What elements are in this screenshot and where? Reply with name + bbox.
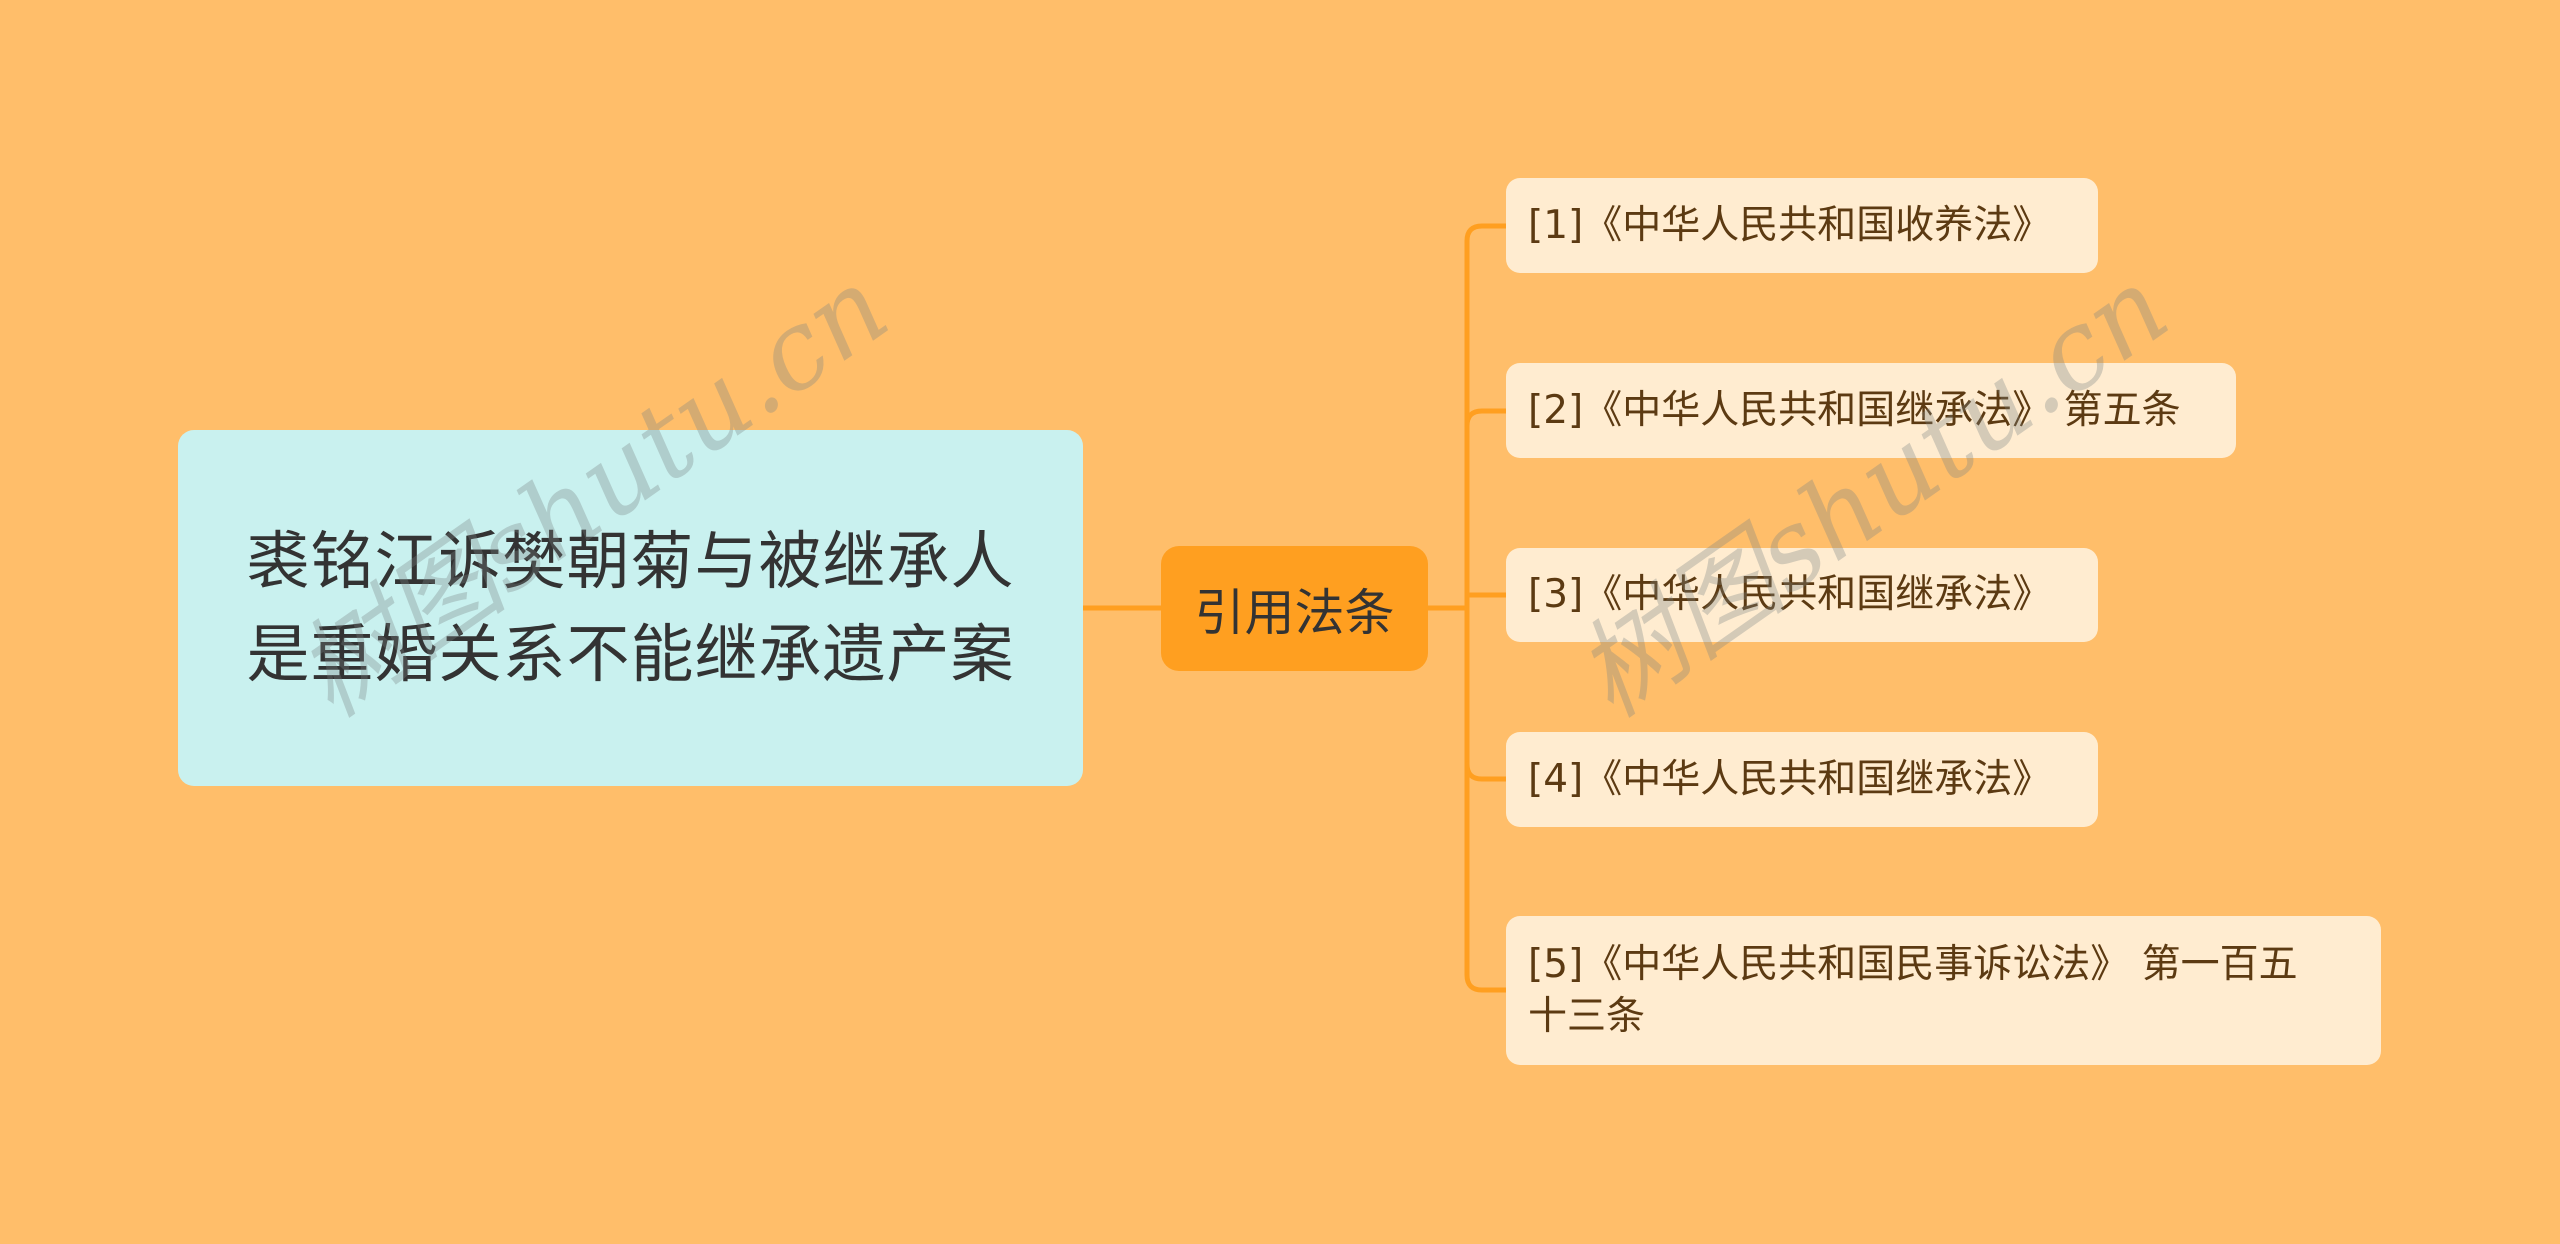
leaf-topic-label: [3]《中华人民共和国继承法》 <box>1528 572 2052 617</box>
leaf-topic-1[interactable]: [1]《中华人民共和国收养法》 <box>1506 178 2098 273</box>
leaf-topic-label: [4]《中华人民共和国继承法》 <box>1528 756 2052 802</box>
leaf-topic-label: [2]《中华人民共和国继承法》 第五条 <box>1528 387 2181 433</box>
connector-leaf-4 <box>1464 761 1509 782</box>
connector-leaf-2 <box>1464 408 1509 429</box>
leaf-topic-2[interactable]: [2]《中华人民共和国继承法》 第五条 <box>1506 363 2236 458</box>
leaf-topic-label: [1]《中华人民共和国收养法》 <box>1528 202 2052 248</box>
branch-topic-label: 引用法条 <box>1194 583 1395 642</box>
leaf-topic-4[interactable]: [4]《中华人民共和国继承法》 <box>1506 732 2098 827</box>
leaf-topic-3[interactable]: [3]《中华人民共和国继承法》 <box>1506 548 2098 642</box>
leaf-topic-5[interactable]: [5]《中华人民共和国民事诉讼法》 第一百五 十三条 <box>1506 916 2381 1065</box>
root-topic-label: 裘铭江诉樊朝菊与被继承人是重婚关系不能继承遗产案 <box>246 525 1015 691</box>
leaf-topic-label: [5]《中华人民共和国民事诉讼法》 第一百五 十三条 <box>1528 941 2298 1039</box>
branch-topic-cited-laws[interactable]: 引用法条 <box>1161 546 1428 671</box>
connector-leaf-1 <box>1464 223 1509 993</box>
root-topic[interactable]: 裘铭江诉樊朝菊与被继承人是重婚关系不能继承遗产案 <box>178 430 1083 786</box>
